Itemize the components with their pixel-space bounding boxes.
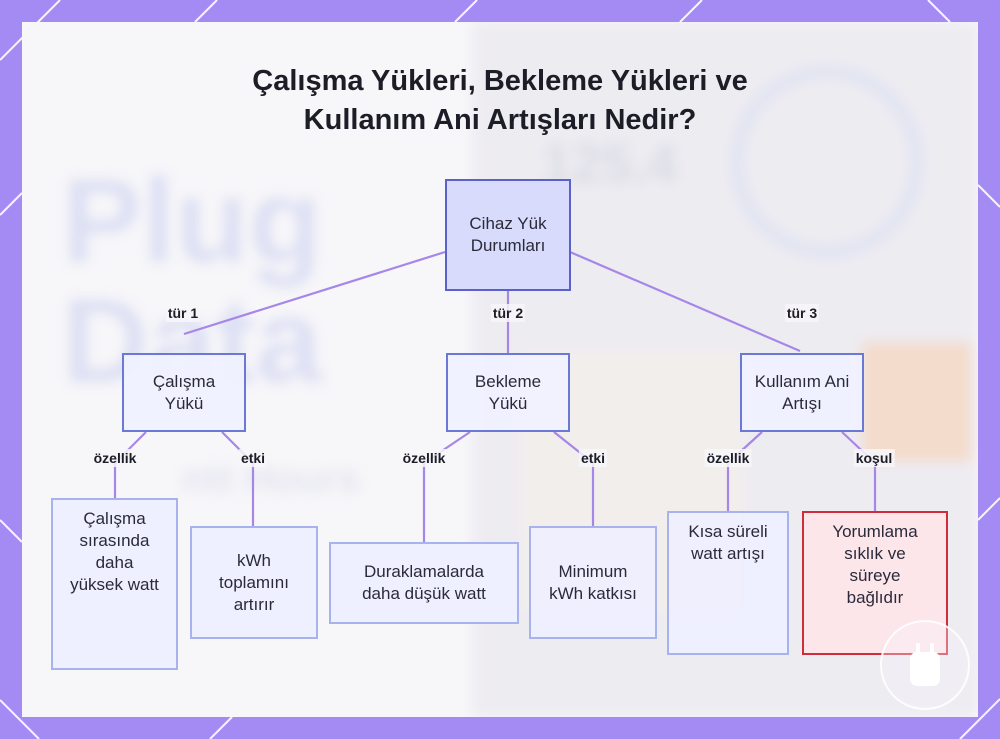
node-n1-label: Çalışma Yükü [152,371,216,413]
edge-label-type-1: tür 1 [165,304,201,322]
node-standby-load: Bekleme Yükü [446,353,570,432]
edge-label-property-2: özellik [400,449,448,467]
plug-icon [910,643,940,686]
node-usage-spike: Kullanım Ani Artışı [740,353,864,432]
node-n2b-label: Minimum kWh katkısı [549,561,637,603]
node-n2-label: Bekleme Yükü [474,371,542,413]
node-minimum-kwh: Minimum kWh katkısı [529,526,657,639]
diagram-card: Plug Data 125.4 ntt Hours Çalışma Yükler… [22,22,978,717]
node-device-load-states: Cihaz Yük Durumları [445,179,571,291]
diagram-connectors [113,250,877,543]
svg-text:ntt Hours: ntt Hours [182,457,360,501]
node-operating-load: Çalışma Yükü [122,353,246,432]
edge-label-condition-3: koşul [853,449,895,467]
page-title: Çalışma Yükleri, Bekleme Yükleri ve Kull… [22,62,978,140]
node-n3-label: Kullanım Ani Artışı [754,371,850,413]
edge-label-effect-1: etki [238,449,268,467]
edge-label-effect-2: etki [578,449,608,467]
edge-label-type-3: tür 3 [784,304,820,322]
node-n3b-label: Yorumlama sıklık ve süreye bağlıdır [832,522,918,607]
edge-label-property-1: özellik [91,449,139,467]
node-n1b-label: kWh toplamını artırır [219,550,289,614]
title-line-2: Kullanım Ani Artışları Nedir? [303,104,697,136]
node-root-label: Cihaz Yük Durumları [469,214,547,255]
node-n1a-label: Çalışma sırasında daha yüksek watt [70,509,159,594]
svg-text:Plug: Plug [62,154,322,288]
node-increases-kwh: kWh toplamını artırır [190,526,318,639]
plug-badge [880,620,970,710]
node-n2a-label: Duraklamalarda daha düşük watt [362,562,486,603]
edge-label-type-2: tür 2 [490,304,526,322]
node-higher-watt: Çalışma sırasında daha yüksek watt [51,498,178,670]
title-line-1: Çalışma Yükleri, Bekleme Yükleri ve [252,65,748,97]
node-short-watt-spike: Kısa süreli watt artışı [667,511,789,655]
node-n3a-label: Kısa süreli watt artışı [688,522,768,563]
edge-label-property-3: özellik [704,449,752,467]
node-lower-watt: Duraklamalarda daha düşük watt [329,542,519,624]
